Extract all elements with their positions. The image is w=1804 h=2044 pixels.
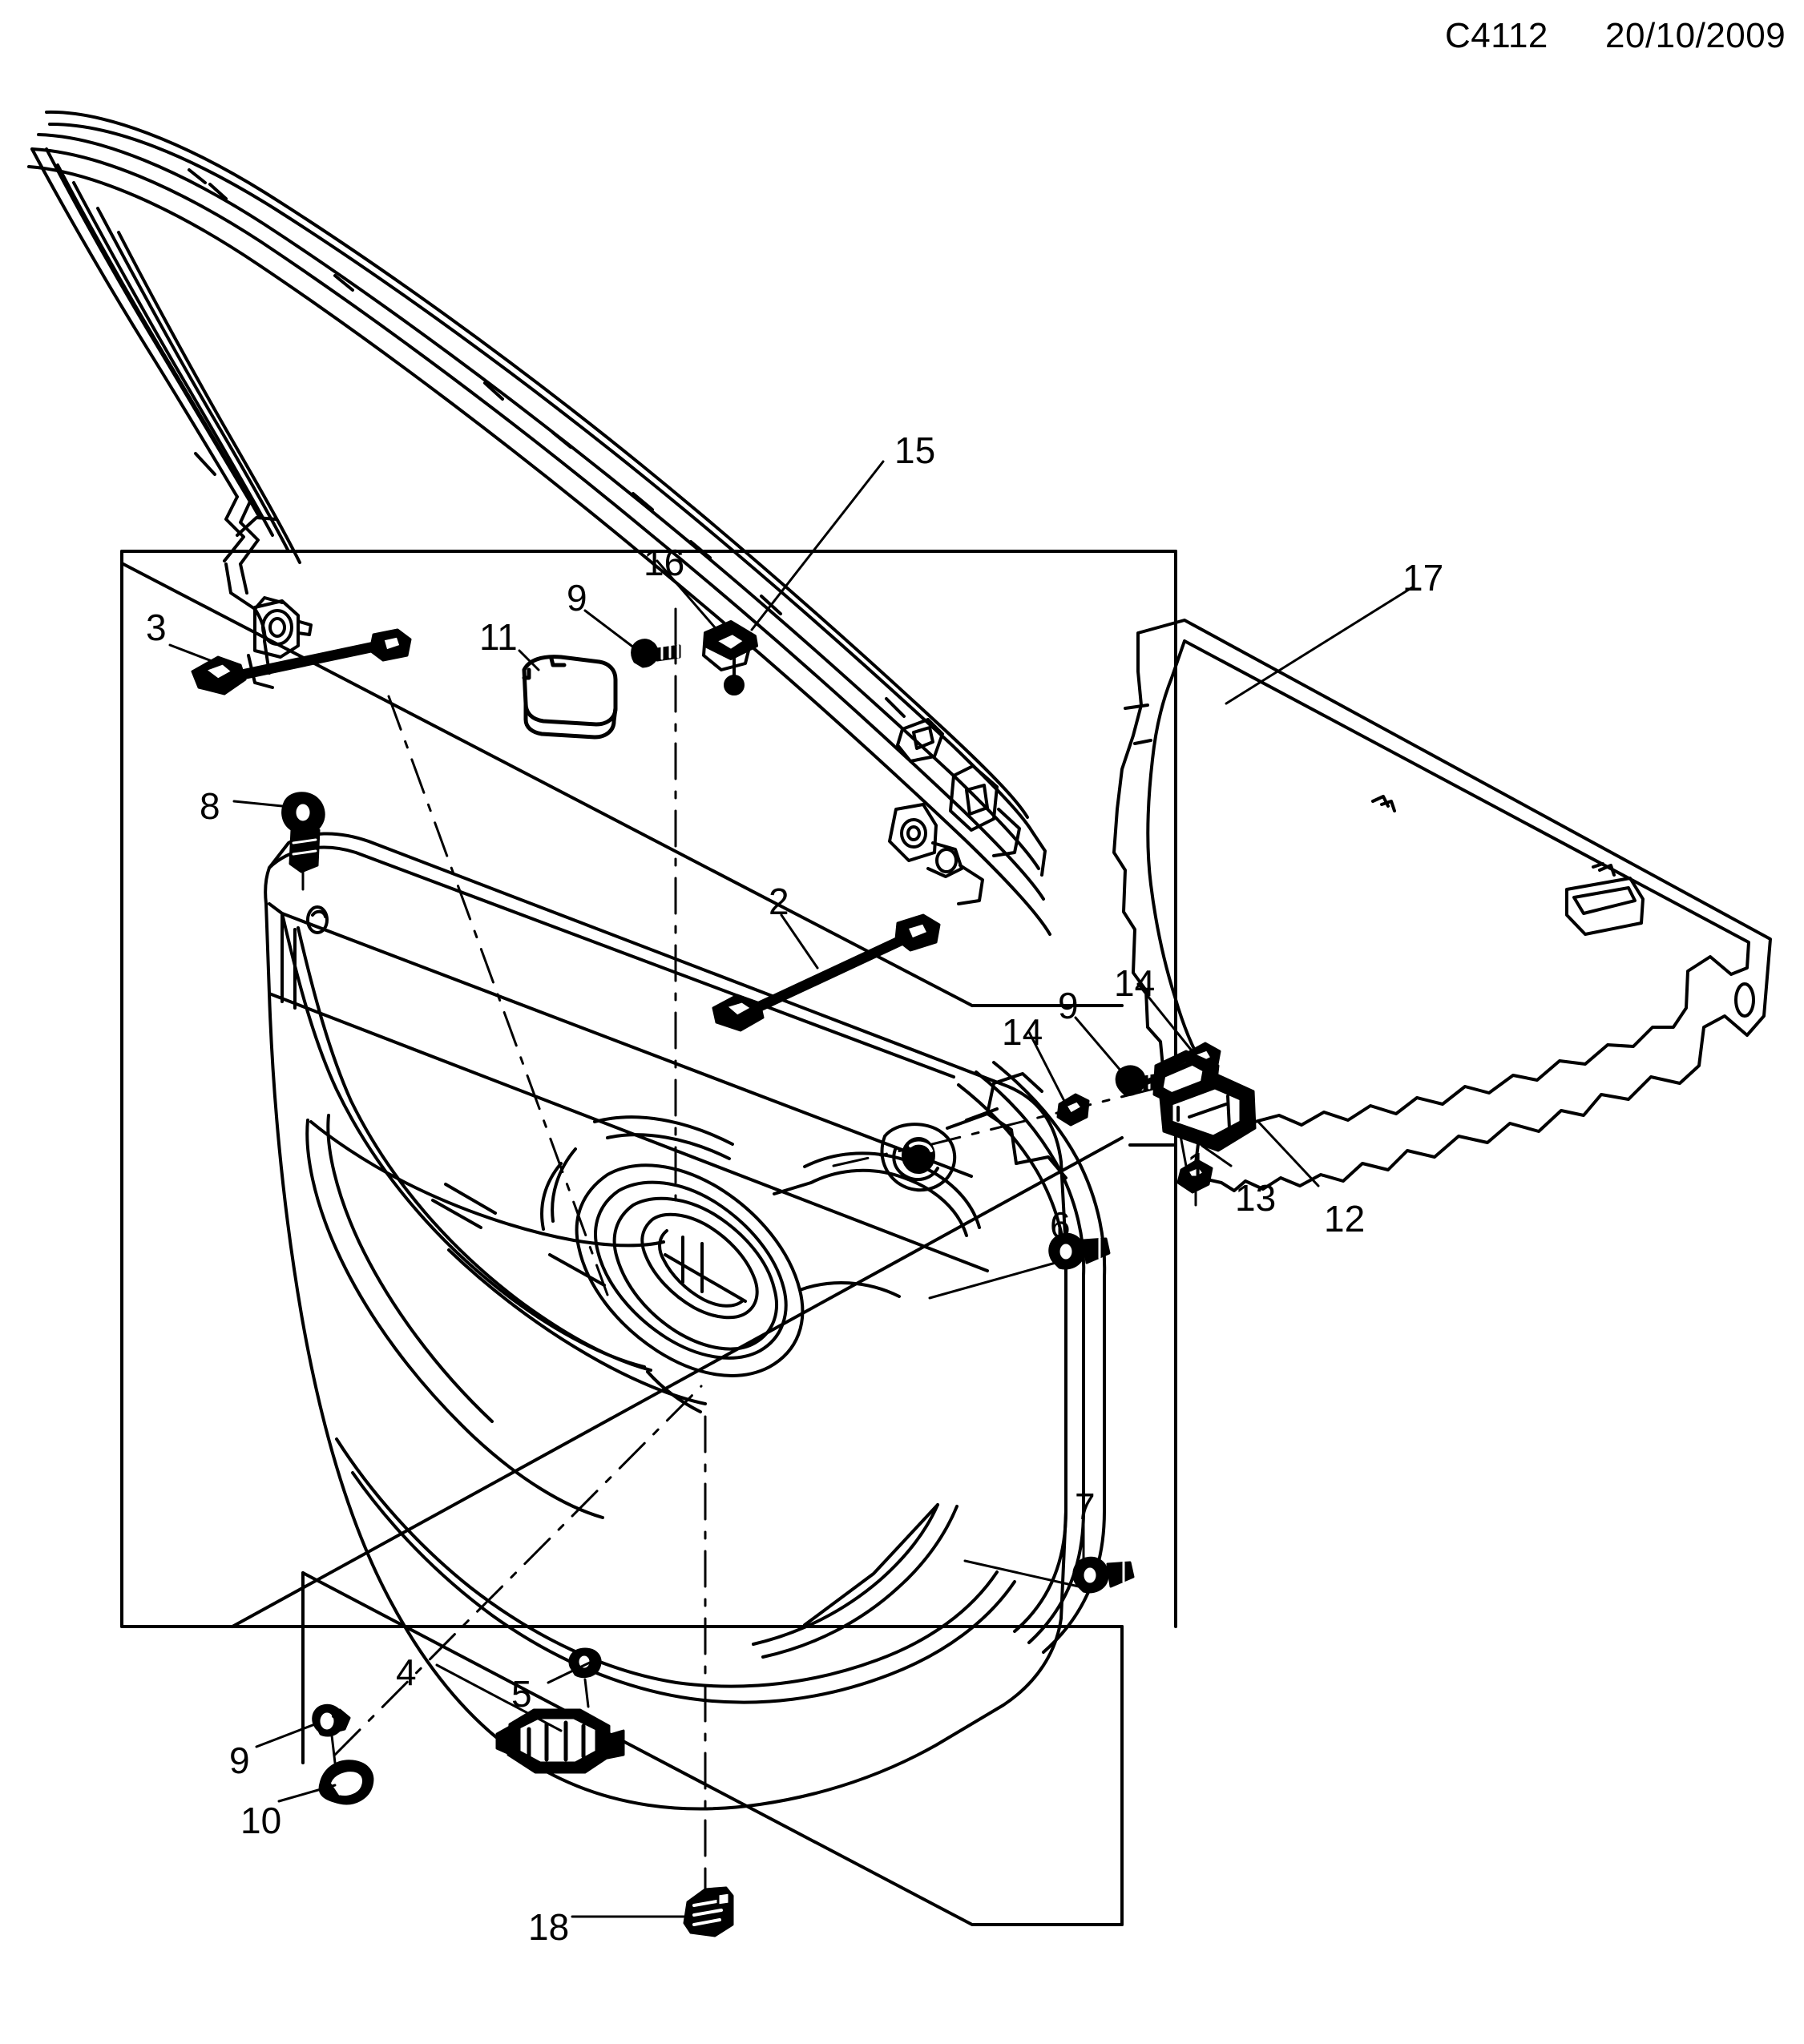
- drawing-header: C4112 20/10/2009: [0, 0, 1804, 72]
- callout-9c: 9: [229, 1740, 250, 1781]
- callout-7: 7: [1075, 1486, 1096, 1527]
- drawing-date: 20/10/2009: [1605, 16, 1786, 55]
- belt-weatherstrip-part: [27, 110, 1051, 936]
- leader-lines: [168, 460, 1415, 1918]
- switch-module-cluster: [495, 1647, 625, 1774]
- screw-and-cap-cluster: [312, 1703, 374, 1805]
- lower-retainer-clip-part: [683, 1869, 734, 1937]
- callout-9b: 9: [1058, 985, 1079, 1026]
- callout-17: 17: [1402, 557, 1444, 599]
- water-deflector-part: [1112, 619, 1772, 1192]
- callout-12: 12: [1324, 1198, 1366, 1240]
- callout-8: 8: [200, 785, 220, 827]
- release-cable-part: [191, 628, 412, 695]
- callout-4: 4: [396, 1651, 417, 1693]
- callout-9a: 9: [567, 577, 587, 619]
- alignment-axes: [333, 607, 1184, 1925]
- callout-14a: 14: [1002, 1011, 1043, 1053]
- callout-2: 2: [769, 881, 789, 922]
- callout-16: 16: [644, 542, 685, 583]
- callout-1: 1: [1187, 1145, 1208, 1187]
- drawing-code: C4112: [1445, 16, 1548, 55]
- callout-3: 3: [146, 607, 167, 648]
- callout-18: 18: [528, 1906, 570, 1948]
- callout-6: 6: [1050, 1204, 1071, 1246]
- weatherstrip-clip-part: [704, 620, 758, 695]
- assembly-bounding-box: [120, 550, 1177, 1926]
- panel-fastener-clip-6: [1048, 1232, 1111, 1270]
- handle-cover-cap-part: [522, 655, 618, 740]
- tapping-screw-part-a: [631, 639, 681, 668]
- door-trim-panel-part: [264, 832, 1107, 1811]
- link-rod-part: [712, 913, 941, 1032]
- callout-10: 10: [240, 1800, 282, 1841]
- panel-fastener-clip-7: [1072, 1556, 1135, 1594]
- callout-15: 15: [894, 429, 936, 471]
- callout-13: 13: [1235, 1177, 1277, 1219]
- callout-14b: 14: [1114, 962, 1156, 1004]
- callout-11: 11: [479, 616, 518, 658]
- door-lock-knob-part: [281, 792, 325, 891]
- callout-5: 5: [511, 1673, 532, 1715]
